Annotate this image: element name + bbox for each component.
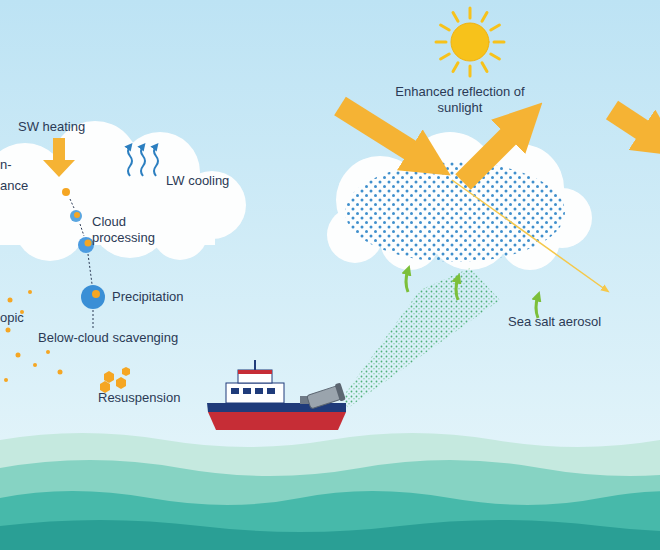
sea-salt-spray xyxy=(342,268,500,408)
ship-symbol-part xyxy=(226,383,284,403)
annotation-label: Precipitation xyxy=(112,289,184,305)
ship-symbol-part xyxy=(238,370,272,383)
ocean-waves-part xyxy=(0,520,660,550)
sunlight-arrows-part xyxy=(463,130,515,182)
sun-symbol-part xyxy=(469,8,472,18)
aerosol-particles-part xyxy=(6,328,11,333)
aerosol-particles-part xyxy=(8,298,13,303)
sun-symbol-part xyxy=(441,25,450,30)
sunlight-arrows xyxy=(340,106,650,290)
ocean-waves xyxy=(0,433,660,550)
lw-cooling-arrows-part xyxy=(141,146,145,176)
aerosol-particles-part xyxy=(81,285,105,309)
lw-cooling-arrows-part xyxy=(128,146,132,176)
updraft-arrows xyxy=(406,270,538,318)
ship-symbol-part xyxy=(238,370,272,374)
aerosol-particles-part xyxy=(78,237,94,253)
annotation-label: Sea salt aerosol xyxy=(508,314,601,330)
sun-symbol-part xyxy=(453,13,458,22)
sw-heating-arrow xyxy=(43,138,75,177)
updraft-arrows-part xyxy=(456,278,458,300)
cloud-droplets xyxy=(340,155,570,265)
lw-cooling-arrows xyxy=(128,146,158,176)
right-cloud xyxy=(327,132,592,270)
left-cloud-part xyxy=(0,190,215,245)
aerosol-particles-part xyxy=(104,371,114,383)
aerosol-particles-part xyxy=(70,199,93,328)
sun-symbol-part xyxy=(491,25,500,30)
aerosol-particles-part xyxy=(58,370,63,375)
aerosol-particles-part xyxy=(116,377,126,389)
sun-symbol-part xyxy=(451,23,489,61)
annotation-label: Enhanced reflection of sunlight xyxy=(392,84,528,116)
sea-salt-spray-part xyxy=(342,268,500,408)
aerosol-particles-part xyxy=(92,290,100,298)
sun-symbol-part xyxy=(491,54,500,59)
ship-symbol-part xyxy=(231,388,239,394)
sun-symbol-part xyxy=(469,66,472,76)
ship-symbol-part xyxy=(243,388,251,394)
annotation-label: ance xyxy=(0,178,28,194)
aerosol-particles-part xyxy=(70,210,82,222)
ship-symbol-part xyxy=(306,383,346,411)
ship-symbol-part xyxy=(254,360,256,370)
ship-symbol-part xyxy=(208,412,346,430)
lw-cooling-arrows-part xyxy=(154,146,158,176)
ship-symbol-part-part xyxy=(335,383,346,402)
aerosol-particles-part xyxy=(74,212,80,218)
updraft-arrows-part xyxy=(406,270,408,292)
left-cloud xyxy=(0,121,246,261)
annotation-label: LW cooling xyxy=(166,173,229,189)
aerosol-particles-part xyxy=(16,353,21,358)
aerosol-particles-part xyxy=(4,378,8,382)
aerosol-particles-part xyxy=(46,350,50,354)
aerosol-particles-part xyxy=(28,290,32,294)
ship-symbol-part xyxy=(255,388,263,394)
sun-symbol-part xyxy=(441,54,450,59)
annotation-label: Cloud processing xyxy=(92,214,168,246)
ship-symbol-part xyxy=(267,388,275,394)
sun-symbol-part xyxy=(494,41,504,44)
sun-symbol-part xyxy=(482,13,487,22)
ship-symbol xyxy=(207,360,346,430)
sun-symbol-part xyxy=(482,63,487,72)
sunlight-arrows-part xyxy=(612,110,650,135)
annotation-label: Below-cloud scavenging xyxy=(38,330,178,346)
aerosol-particles-part xyxy=(85,240,92,247)
annotation-label: Resuspension xyxy=(98,390,180,406)
annotation-label: n- xyxy=(0,157,12,173)
sunlight-arrows-part xyxy=(340,106,418,155)
sw-heating-arrow-part xyxy=(43,138,75,177)
aerosol-particles-part xyxy=(62,188,70,196)
annotation-label: opic xyxy=(0,310,24,326)
aerosol-particles-part xyxy=(122,367,130,376)
sun-symbol-part xyxy=(436,41,446,44)
sun-symbol xyxy=(436,8,504,76)
sun-symbol-part xyxy=(453,63,458,72)
aerosol-particles-part xyxy=(33,363,37,367)
annotation-label: SW heating xyxy=(18,119,85,135)
